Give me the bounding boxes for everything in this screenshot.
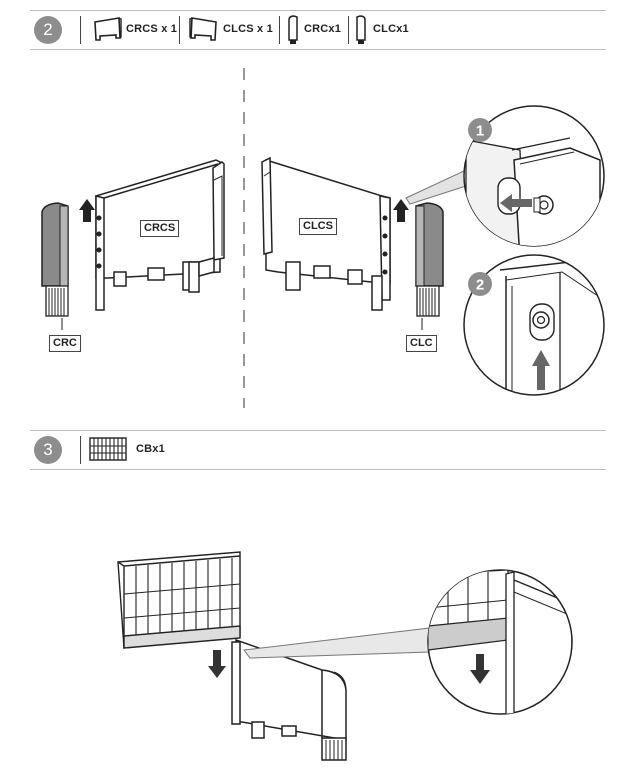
detail-number-badge xyxy=(468,272,492,296)
down-arrow xyxy=(208,650,226,678)
left-cap-icon xyxy=(356,15,366,44)
part-label-clc: CLCx1 xyxy=(373,23,409,35)
right-corner-side-icon xyxy=(94,17,122,41)
step-number-badge: 2 xyxy=(34,16,62,44)
callout-crcs: CRCS xyxy=(140,220,180,237)
left-corner-side-icon xyxy=(189,17,217,41)
detail-circle-2 xyxy=(463,254,605,396)
divider xyxy=(80,16,82,44)
divider xyxy=(348,16,350,44)
divider xyxy=(80,436,82,464)
part-label-cb: CBx1 xyxy=(136,443,165,455)
step-number-badge: 3 xyxy=(34,436,62,464)
cable-basket-drawing xyxy=(117,551,241,649)
divider xyxy=(179,16,181,44)
crc-cap-drawing xyxy=(41,202,69,330)
crcs-panel-drawing xyxy=(95,159,225,311)
callout-clc: CLC xyxy=(406,335,437,352)
divider xyxy=(279,16,281,44)
detail-number-1: 1 xyxy=(476,123,484,140)
detail-number-2: 2 xyxy=(476,277,484,294)
right-cap-icon xyxy=(288,15,298,44)
callout-crc: CRC xyxy=(49,335,81,352)
zoom-wedge xyxy=(405,169,467,205)
side-panel-drawing xyxy=(231,638,347,761)
callout-clcs: CLCS xyxy=(299,218,337,235)
part-label-crcs: CRCS x 1 xyxy=(126,23,178,35)
up-arrow xyxy=(79,199,95,222)
cable-basket-icon xyxy=(89,437,127,461)
step-3-header: 3 CBx1 xyxy=(30,430,606,470)
part-label-crc: CRCx1 xyxy=(304,23,342,35)
step-2-illustration: 1 2 xyxy=(41,68,605,408)
step-3-illustration xyxy=(117,551,573,761)
detail-number-badge xyxy=(468,118,492,142)
detail-circle-3 xyxy=(427,569,573,715)
up-arrow xyxy=(393,199,409,222)
zoom-wedge xyxy=(243,627,431,659)
clc-cap-drawing xyxy=(415,202,444,330)
part-label-clcs: CLCS x 1 xyxy=(223,23,273,35)
step-2-header: 2 CRCS x 1 CLCS x 1 CRCx1 CLCx1 xyxy=(30,10,606,50)
